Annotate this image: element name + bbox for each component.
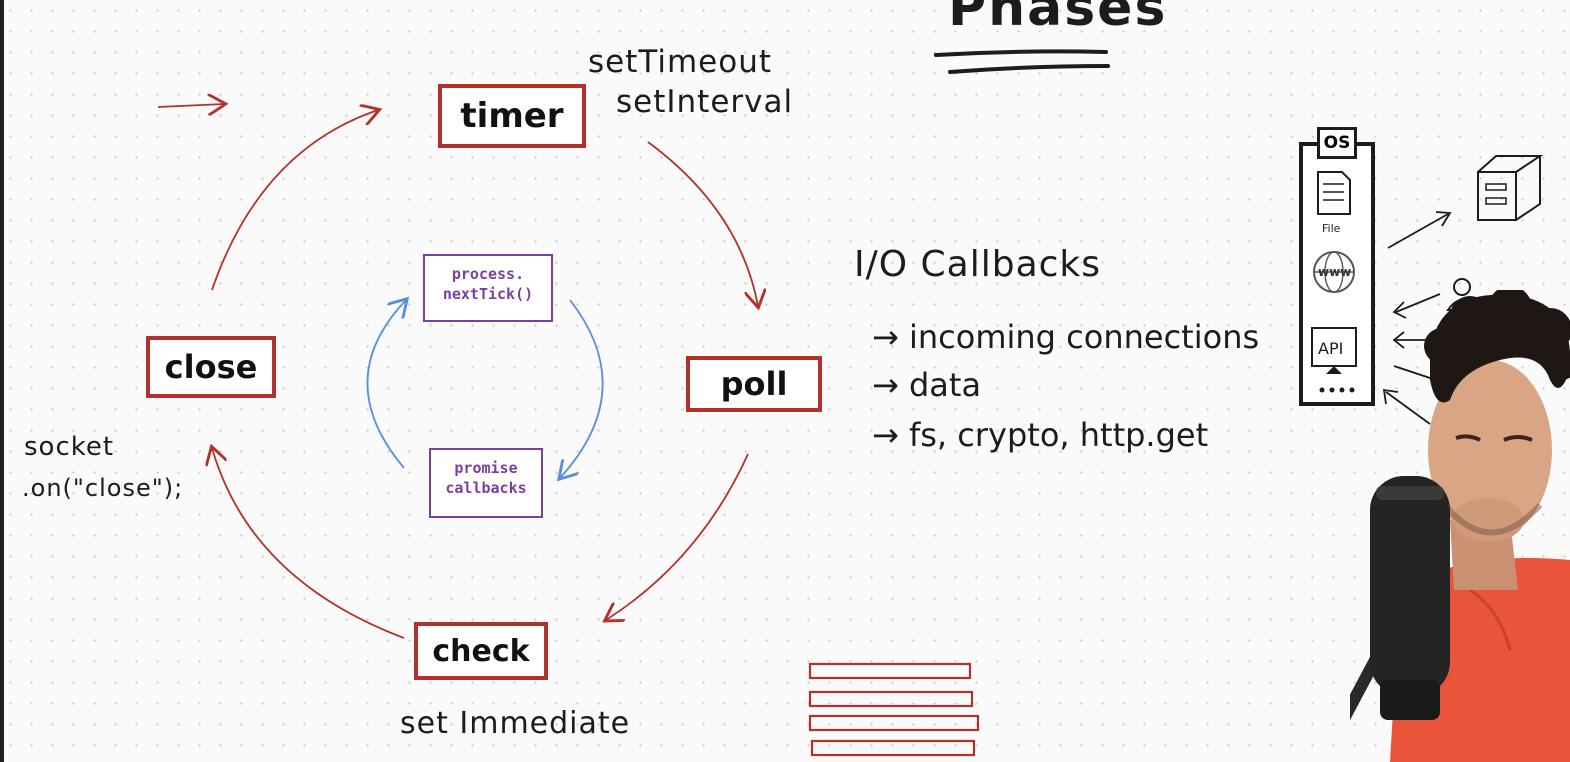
next-tick-box: process. nextTick() <box>423 254 553 322</box>
poll-phase-box: poll <box>686 356 822 412</box>
socket-on-close-label: .on("close"); <box>22 474 184 502</box>
api-monitor-icon <box>1311 327 1357 374</box>
presenter-webcam-overlay <box>1350 290 1570 762</box>
close-phase-box: close <box>146 336 276 398</box>
api-icon-label: API <box>1318 339 1343 358</box>
io-item-incoming: → incoming connections <box>872 318 1260 356</box>
server-icon <box>1477 155 1544 221</box>
promise-line-1: promise <box>454 459 518 477</box>
www-icon-label: www <box>1318 265 1351 279</box>
set-interval-label: setInterval <box>616 84 794 120</box>
file-icon <box>1317 171 1351 215</box>
io-item-data: → data <box>872 366 982 404</box>
timer-phase-label: timer <box>460 96 564 136</box>
dots-icon <box>1319 387 1355 393</box>
promise-callbacks-box: promise callbacks <box>429 448 543 518</box>
io-item-fs: → fs, crypto, http.get <box>872 416 1209 454</box>
set-immediate-label: set Immediate <box>400 706 631 741</box>
io-item-fs-text: fs, crypto, http.get <box>908 416 1209 454</box>
os-label: OS <box>1317 127 1357 159</box>
io-item-data-text: data <box>908 366 982 404</box>
next-tick-line-2: nextTick() <box>442 285 534 303</box>
io-item-incoming-text: incoming connections <box>908 318 1260 356</box>
timer-phase-box: timer <box>438 84 586 148</box>
next-tick-line-1: process. <box>451 265 525 283</box>
check-phase-label: check <box>432 633 530 669</box>
socket-label: socket <box>24 432 115 462</box>
page-title: Phases <box>948 0 1168 38</box>
check-phase-box: check <box>414 622 548 680</box>
set-timeout-label: setTimeout <box>588 44 773 80</box>
close-phase-label: close <box>164 348 258 386</box>
promise-line-2: callbacks <box>445 479 527 497</box>
io-callbacks-heading: I/O Callbacks <box>854 244 1102 285</box>
file-icon-label: File <box>1322 222 1341 235</box>
poll-phase-label: poll <box>720 365 788 403</box>
www-globe-icon <box>1313 251 1355 293</box>
canvas-left-edge <box>0 0 4 762</box>
